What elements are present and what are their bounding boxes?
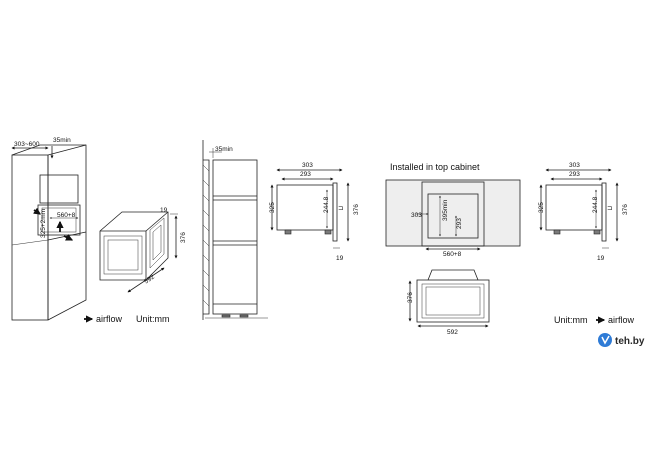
svg-text:⊐: ⊐	[607, 205, 613, 212]
top-opening-height-label: 395min	[442, 199, 449, 221]
sv1-body-depth-label: 293	[300, 171, 311, 178]
sv1-total-height-label: 376	[353, 204, 360, 215]
sv2-body-depth-label: 293	[569, 171, 580, 178]
sv1-overall-depth-label: 303	[302, 162, 313, 169]
front-view: 376 592	[407, 269, 490, 336]
sv2-frame-label: 19	[597, 255, 605, 262]
iso-height-label: 376	[180, 232, 187, 243]
sv2-height-label: 325	[538, 202, 545, 213]
iso-width-label: 592	[143, 273, 156, 285]
sv2-overall-depth-label: 303	[569, 162, 580, 169]
side-view-2: 303 293 325 244.8 376 ⊐ 19	[538, 162, 629, 262]
top-cabinet-view: Installed in top cabinet 395min 293 303 …	[385, 162, 521, 258]
side-view-1: 303 293 325 244.8 376 ⊐ 19	[269, 162, 360, 262]
sv2-inner-height-label: 244.8	[592, 196, 599, 213]
right-legend: Unit:mm airflow	[554, 315, 635, 325]
top-inner-label: 293	[456, 218, 463, 229]
oven-isometric-view: 19 376 592	[99, 207, 187, 293]
watermark-text: teh.by	[615, 336, 645, 347]
sv1-frame-label: 19	[336, 255, 344, 262]
tall-gap-label: 35min	[53, 137, 71, 144]
airflow-legend-left: airflow	[96, 314, 123, 324]
watermark: teh.by	[598, 333, 645, 347]
opening-height-label: 325+2mm	[40, 209, 47, 238]
sv2-total-height-label: 376	[622, 204, 629, 215]
unit-label-left: Unit:mm	[136, 314, 170, 324]
tall-width-label: 303~600	[14, 141, 40, 148]
sv1-height-label: 325	[269, 202, 276, 213]
front-width-label: 592	[447, 329, 458, 336]
unit-label-right: Unit:mm	[554, 315, 588, 325]
sv1-inner-height-label: 244.8	[323, 196, 330, 213]
top-width-label: 560+8	[443, 251, 462, 258]
airflow-legend-right: airflow	[608, 315, 635, 325]
svg-text:⊐: ⊐	[338, 205, 344, 212]
side-section-view: 35min	[202, 140, 268, 320]
front-height-label: 376	[407, 292, 414, 303]
tall-cabinet-view: 303~600 35min 560+8 325+2mm airflow Unit…	[11, 137, 170, 324]
top-opening-depth-label: 303	[411, 212, 422, 219]
top-cabinet-title: Installed in top cabinet	[390, 162, 480, 172]
section-gap-label: 35min	[215, 146, 233, 153]
iso-depth-label: 19	[160, 207, 168, 214]
opening-width-label: 560+8	[57, 212, 76, 219]
